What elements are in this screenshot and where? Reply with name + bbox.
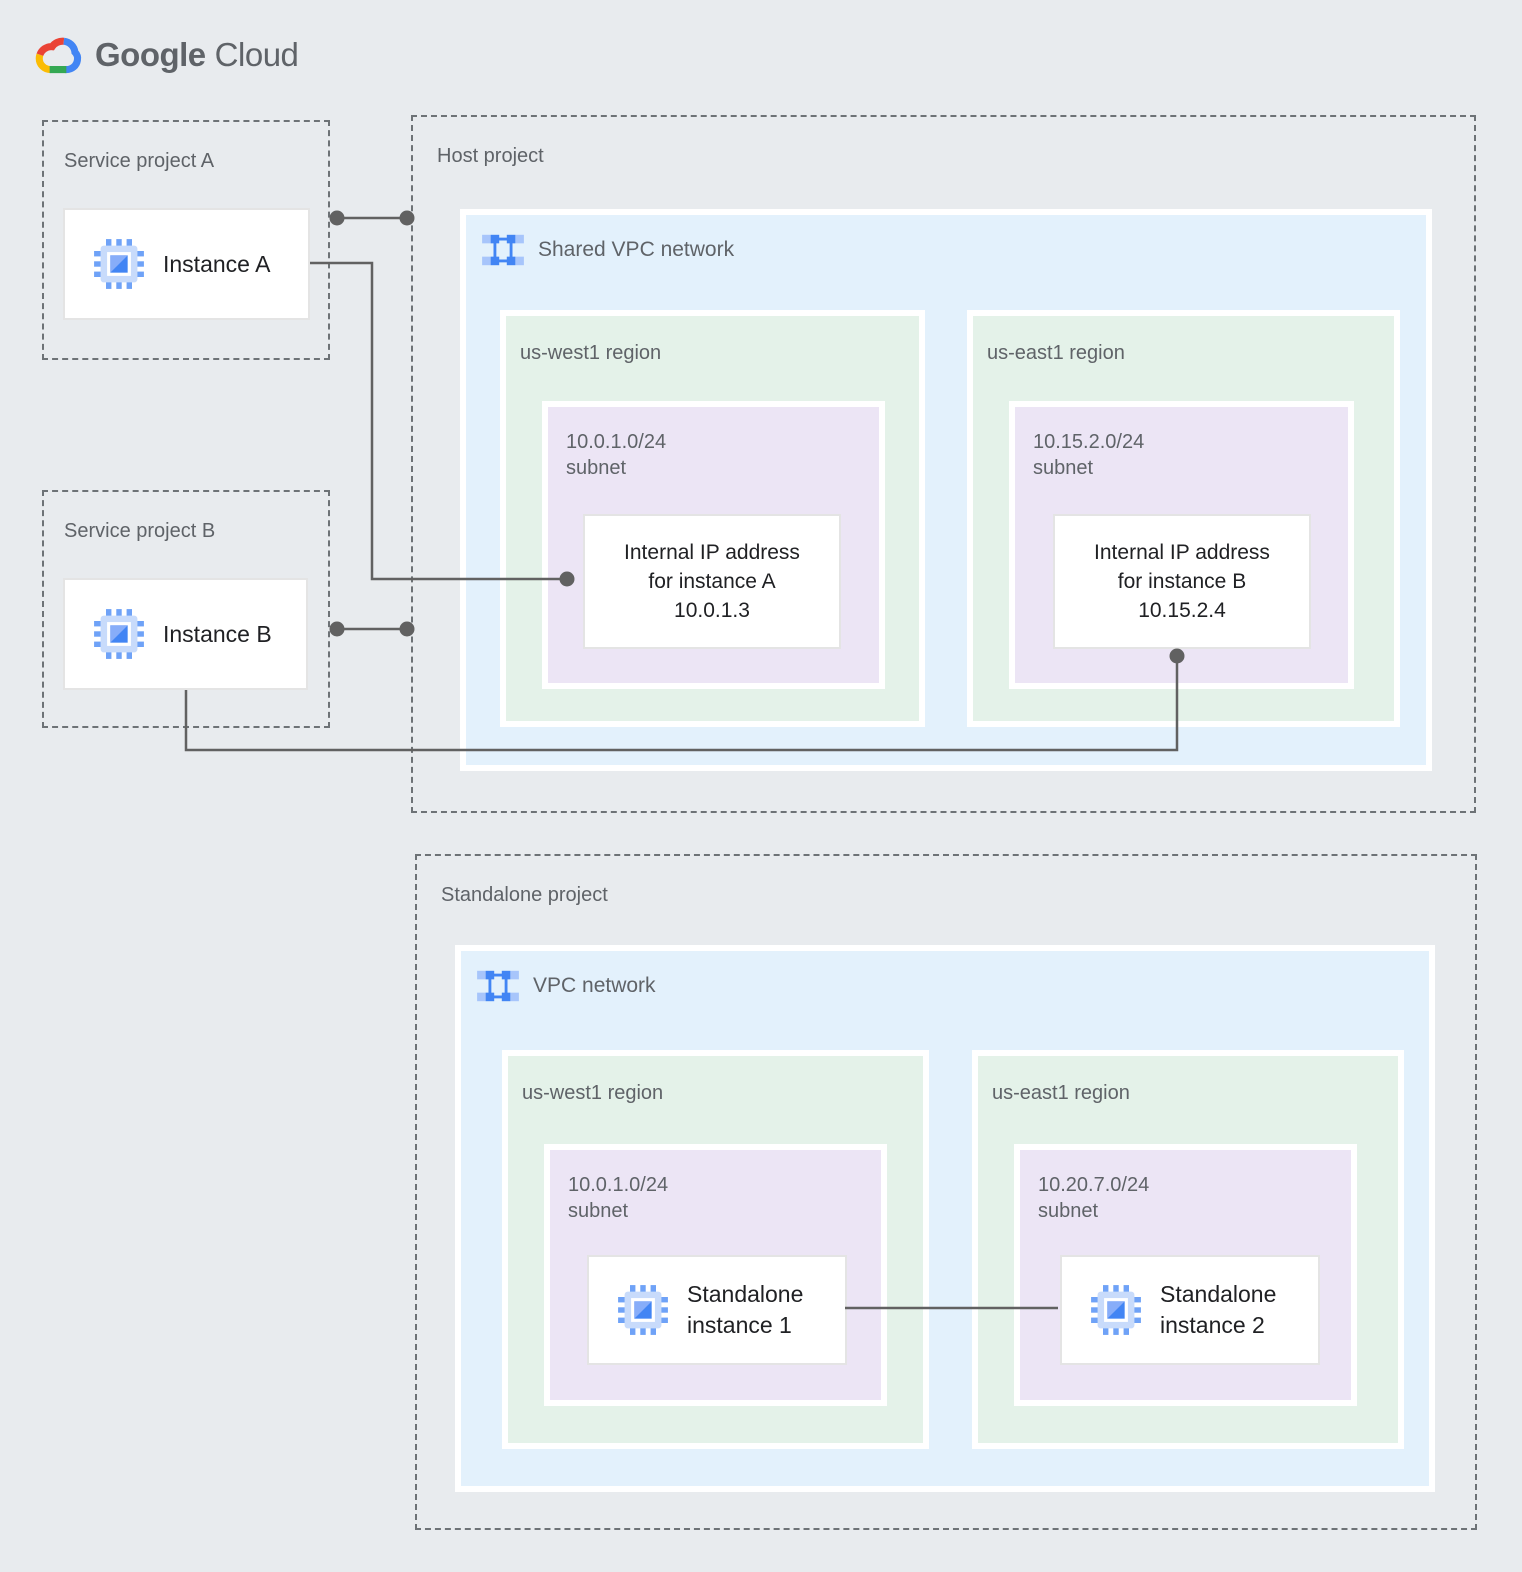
standalone-instance-2-card: Standalone instance 2 [1060,1255,1320,1365]
vpc-network-icon [477,969,519,1003]
google-cloud-wordmark: Google Cloud [95,36,299,74]
instance-a-label: Instance A [163,250,271,277]
logo-word-cloud: Cloud [214,36,299,73]
host-west-subnet-cidr: 10.0.1.0/24 [566,431,667,453]
standalone-west-subnet-cidr: 10.0.1.0/24 [568,1174,669,1196]
standalone-instance-1-card: Standalone instance 1 [587,1255,847,1365]
host-east-subnet-cidr: 10.15.2.0/24 [1033,431,1145,453]
host-west-subnet-label: 10.0.1.0/24 subnet [566,429,666,481]
google-cloud-logo: Google Cloud [33,34,299,76]
vpc-network-box: VPC network us-west1 region 10.0.1.0/24 … [455,945,1435,1492]
standalone-instance-1-line-1: Standalone [687,1281,804,1307]
standalone-project-box: Standalone project VPC network us-west1 … [415,854,1477,1530]
ip-b-line-1: Internal IP address [1094,541,1270,564]
standalone-instance-2-label: Standalone instance 2 [1160,1279,1276,1341]
shared-vpc-network-box: Shared VPC network us-west1 region 10.0.… [460,209,1432,771]
internal-ip-instance-a-card: Internal IP address for instance A 10.0.… [583,514,841,649]
host-east-subnet-word: subnet [1033,457,1094,479]
service-project-b-box: Service project B Instance B [42,490,330,728]
host-project-label: Host project [437,145,544,167]
host-project-box: Host project Shared VPC network us-west1… [411,115,1476,813]
service-project-a-label: Service project A [64,150,215,172]
vpc-network-header: VPC network [477,967,656,1005]
service-project-a-box: Service project A Instance A [42,120,330,360]
host-us-east1-region-label: us-east1 region [987,342,1125,364]
ip-a-line-2: for instance A [648,570,776,593]
standalone-east-subnet-box: 10.20.7.0/24 subnet Standalone instance … [1014,1144,1357,1406]
standalone-instance-2-line-1: Standalone [1160,1281,1277,1307]
host-us-east1-region-box: us-east1 region 10.15.2.0/24 subnet Inte… [967,310,1400,727]
google-cloud-mark-icon [35,37,82,74]
standalone-project-label: Standalone project [441,884,608,906]
shared-vpc-network-label: Shared VPC network [538,238,735,261]
ip-b-line-3: 10.15.2.4 [1138,599,1226,622]
standalone-east-subnet-cidr: 10.20.7.0/24 [1038,1174,1150,1196]
host-east-subnet-label: 10.15.2.0/24 subnet [1033,429,1144,481]
standalone-us-east1-region-box: us-east1 region 10.20.7.0/24 subnet Stan… [972,1050,1404,1449]
standalone-instance-2-line-2: instance 2 [1160,1312,1265,1338]
compute-engine-icon [1091,1285,1141,1335]
standalone-instance-1-line-2: instance 1 [687,1312,792,1338]
standalone-us-west1-region-label: us-west1 region [522,1082,664,1104]
standalone-instance-1-label: Standalone instance 1 [687,1279,803,1341]
standalone-west-subnet-label: 10.0.1.0/24 subnet [568,1172,668,1224]
connector-dot [329,210,345,226]
compute-engine-icon [618,1285,668,1335]
standalone-us-west1-region-box: us-west1 region 10.0.1.0/24 subnet Stand… [502,1050,929,1449]
ip-a-line-1: Internal IP address [624,541,800,564]
standalone-us-east1-region-label: us-east1 region [992,1082,1130,1104]
vpc-network-icon [482,233,524,267]
ip-a-line-3: 10.0.1.3 [674,599,750,622]
shared-vpc-network-header: Shared VPC network [482,231,734,269]
standalone-east-subnet-word: subnet [1038,1200,1099,1222]
internal-ip-instance-b-card: Internal IP address for instance B 10.15… [1053,514,1311,649]
service-project-b-label: Service project B [64,520,216,542]
host-us-west1-region-label: us-west1 region [520,342,662,364]
ip-b-line-2: for instance B [1117,570,1247,593]
instance-a-card: Instance A [63,208,310,320]
host-west-subnet-box: 10.0.1.0/24 subnet Internal IP address f… [542,401,885,689]
standalone-west-subnet-box: 10.0.1.0/24 subnet Standalone instance 1 [544,1144,887,1406]
compute-engine-icon [94,609,144,659]
logo-word-google: Google [95,36,206,73]
host-west-subnet-word: subnet [566,457,627,479]
compute-engine-icon [94,239,144,289]
instance-b-label: Instance B [163,620,272,647]
standalone-west-subnet-word: subnet [568,1200,629,1222]
standalone-east-subnet-label: 10.20.7.0/24 subnet [1038,1172,1149,1224]
vpc-network-label: VPC network [533,974,656,997]
instance-b-card: Instance B [63,578,308,690]
connector-dot [329,621,345,637]
host-us-west1-region-box: us-west1 region 10.0.1.0/24 subnet Inter… [500,310,925,727]
host-east-subnet-box: 10.15.2.0/24 subnet Internal IP address … [1009,401,1354,689]
